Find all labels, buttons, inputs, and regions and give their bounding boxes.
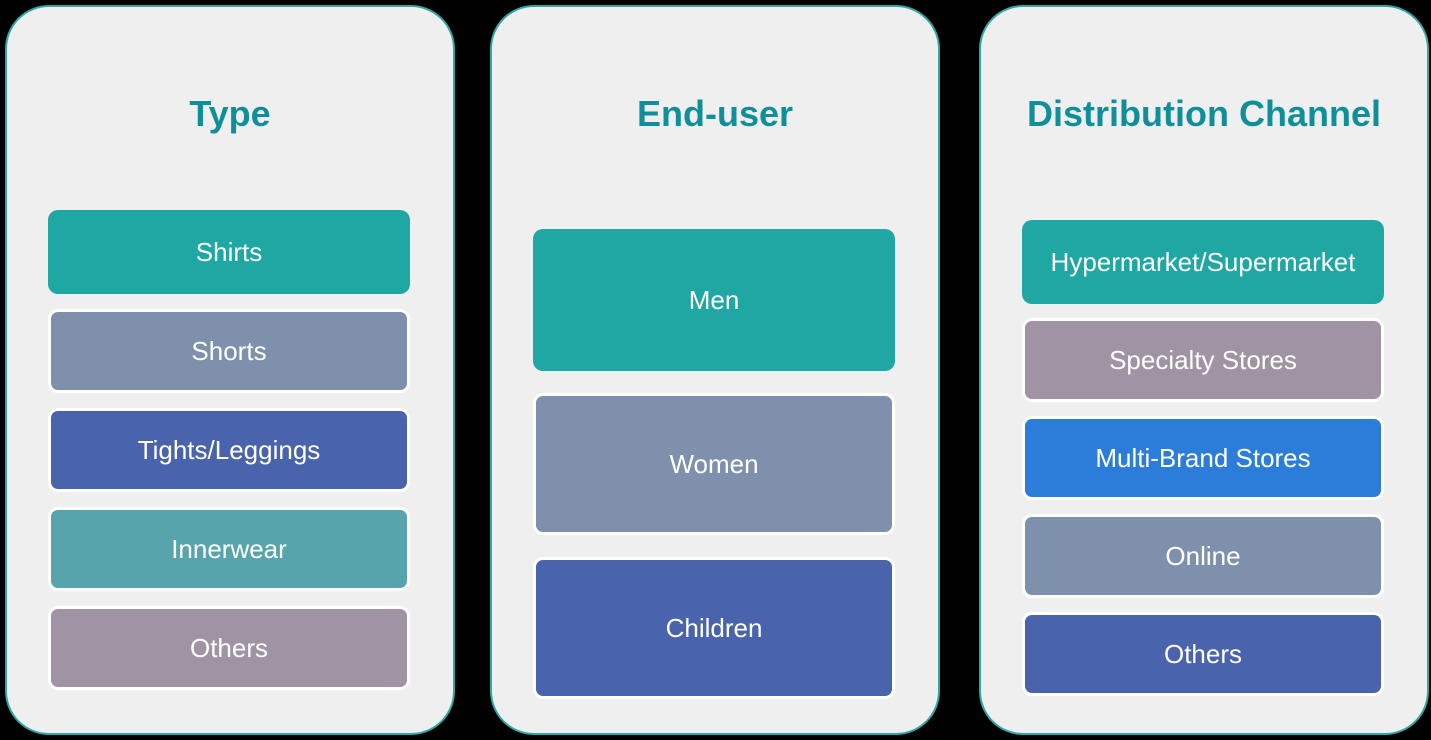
category-label: Children [665,612,763,643]
category-box-women: Women [533,393,895,535]
category-label: Men [688,284,740,315]
category-label: Others [189,632,269,663]
category-box-shorts: Shorts [48,309,410,393]
category-label: Specialty Stores [1109,344,1297,375]
category-label: Online [1165,540,1241,571]
panel-title-distribution-channel: Distribution Channel [1027,93,1381,134]
category-box-others: Others [48,606,410,690]
panel-title-end-user: End-user [636,93,794,134]
category-box-men: Men [533,229,895,371]
category-box-others: Others [1022,612,1384,696]
category-box-online: Online [1022,514,1384,598]
category-label: Shorts [191,335,267,366]
category-label: Women [669,448,759,479]
category-box-innerwear: Innerwear [48,507,410,591]
category-box-tights-leggings: Tights/Leggings [48,408,410,492]
category-label: Tights/Leggings [137,434,321,465]
category-box-children: Children [533,557,895,699]
category-box-shirts: Shirts [48,210,410,294]
category-label: Innerwear [171,533,287,564]
category-box-specialty-stores: Specialty Stores [1022,318,1384,402]
category-label: Hypermarket/Supermarket [1050,246,1356,277]
category-label: Shirts [195,236,263,267]
category-box-multi-brand-stores: Multi-Brand Stores [1022,416,1384,500]
category-label: Multi-Brand Stores [1095,442,1311,473]
category-box-hypermarket-supermarket: Hypermarket/Supermarket [1022,220,1384,304]
category-label: Others [1163,638,1243,669]
panel-title-type: Type [189,93,271,134]
